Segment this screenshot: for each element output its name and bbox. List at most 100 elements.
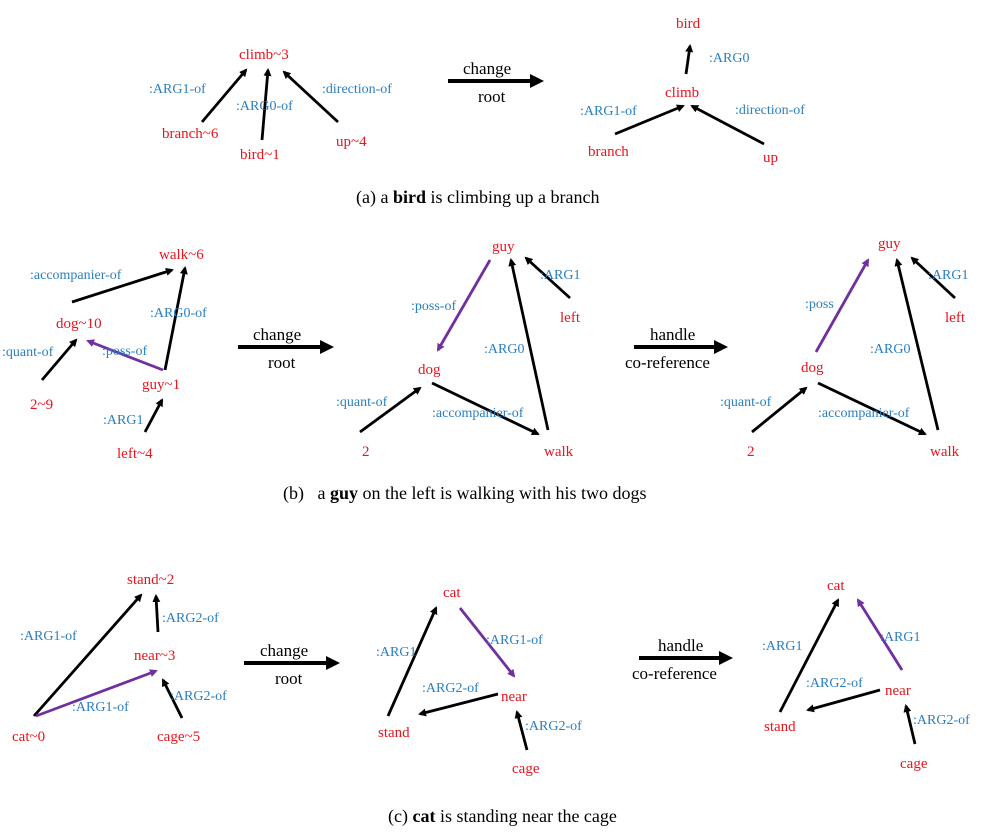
edge-label-quantof: :quant-of xyxy=(2,345,54,360)
edge-near-stand xyxy=(806,688,881,713)
node-2: 2 xyxy=(362,444,370,460)
edge-label-arg2of-cage: :ARG2-of xyxy=(525,719,582,734)
arrow1-label-top: change xyxy=(253,325,301,344)
node-cat: cat~0 xyxy=(12,729,45,745)
node-near: near~3 xyxy=(134,648,175,664)
arrow1-label-bottom: root xyxy=(275,669,303,688)
caption-a: (a) a bird is climbing up a branch xyxy=(356,187,599,208)
edge-label-arg2of: :ARG2-of xyxy=(806,676,863,691)
edge-label-poss: :poss xyxy=(805,297,834,312)
node-dog: dog xyxy=(801,360,824,376)
arrow2-label-top: handle xyxy=(658,636,703,655)
node-stand: stand xyxy=(764,719,796,735)
edge-label-accompanierof: :accompanier-of xyxy=(818,406,910,421)
edge-label-possof: :poss-of xyxy=(411,299,456,314)
edge-cat-stand xyxy=(32,593,143,717)
node-up: up~4 xyxy=(336,134,367,150)
node-climb: climb xyxy=(665,85,699,101)
edge-walk-guy xyxy=(508,258,550,431)
node-stand: stand xyxy=(378,725,410,741)
edge-near-stand xyxy=(418,692,499,717)
edge-label-arg0: :ARG0 xyxy=(709,51,749,66)
node-walk: walk~6 xyxy=(159,247,204,263)
arrow2-label-bottom: co-reference xyxy=(625,353,710,372)
arrow-label-top: change xyxy=(463,59,511,78)
edge-2-dog xyxy=(751,386,808,434)
caption-b: (b) a guy on the left is walking with hi… xyxy=(283,483,646,504)
panel-c: stand~2 near~3 cat~0 cage~5 :ARG1-of :AR… xyxy=(12,572,970,827)
edge-dog-walk xyxy=(71,268,174,304)
node-left: left~4 xyxy=(117,446,153,462)
edge-near-stand xyxy=(152,594,161,633)
edge-label-quantof: :quant-of xyxy=(720,395,772,410)
edge-cat-near xyxy=(35,669,158,718)
edge-label-arg0of: :ARG0-of xyxy=(150,306,207,321)
edge-guy-walk xyxy=(163,266,188,371)
node-stand: stand~2 xyxy=(127,572,174,588)
node-branch: branch~6 xyxy=(162,126,219,142)
node-walk: walk xyxy=(930,444,960,460)
node-guy: guy xyxy=(878,236,901,252)
edge-branch-climb xyxy=(200,68,248,123)
edge-dog-walk xyxy=(431,381,540,436)
panel-b: walk~6 dog~10 2~9 guy~1 left~4 :accompan… xyxy=(2,236,968,504)
node-climb: climb~3 xyxy=(239,47,289,63)
node-branch: branch xyxy=(588,144,629,160)
node-bird: bird xyxy=(676,16,701,32)
edge-label-accompanierof: :accompanier-of xyxy=(30,268,122,283)
edge-guy-dog xyxy=(86,339,164,372)
node-up: up xyxy=(763,150,778,166)
edge-2-dog xyxy=(40,338,78,381)
edge-label-arg0: :ARG0 xyxy=(484,342,524,357)
edge-label-arg2of: :ARG2-of xyxy=(422,681,479,696)
edge-up-climb xyxy=(690,104,765,146)
edge-left-guy xyxy=(524,256,571,300)
node-left: left xyxy=(560,310,581,326)
edge-climb-bird xyxy=(684,44,694,75)
edge-label-arg1: :ARG1 xyxy=(103,413,143,428)
node-cage: cage~5 xyxy=(157,729,200,745)
node-cat: cat xyxy=(827,578,845,594)
edge-label-arg1: :ARG1 xyxy=(540,268,580,283)
node-cage: cage xyxy=(512,761,540,777)
edge-label-arg1of-big: :ARG1-of xyxy=(20,629,77,644)
edge-cage-near xyxy=(903,704,917,745)
edge-branch-climb xyxy=(614,104,685,136)
edge-label-directionof: :direction-of xyxy=(322,82,392,97)
edge-near-cat xyxy=(856,598,904,671)
node-2: 2~9 xyxy=(30,397,53,413)
edge-label-arg1: :ARG1 xyxy=(376,645,416,660)
edge-cage-near xyxy=(514,710,529,751)
edge-guy-dog xyxy=(436,259,492,352)
edge-stand-cat xyxy=(386,606,438,717)
node-dog: dog~10 xyxy=(56,316,102,332)
arrow2-label-bottom: co-reference xyxy=(632,664,717,683)
node-left: left xyxy=(945,310,966,326)
arrow1-label-top: change xyxy=(260,641,308,660)
edge-label-accompanierof: :accompanier-of xyxy=(432,406,524,421)
edge-label-arg1of-p: :ARG1-of xyxy=(72,700,129,715)
edge-dog-guy xyxy=(814,258,870,353)
node-dog: dog xyxy=(418,362,441,378)
node-walk: walk xyxy=(544,444,574,460)
edge-up-climb xyxy=(282,70,339,124)
node-bird: bird~1 xyxy=(240,147,280,163)
node-cage: cage xyxy=(900,756,928,772)
arrow-label-bottom: root xyxy=(478,87,506,106)
arrow1-label-bottom: root xyxy=(268,353,296,372)
node-cat: cat xyxy=(443,585,461,601)
node-near: near xyxy=(501,689,527,705)
caption-c: (c) cat is standing near the cage xyxy=(388,806,617,827)
edge-bird-climb xyxy=(260,68,272,141)
edge-left-guy xyxy=(910,256,956,300)
edge-label-quantof: :quant-of xyxy=(336,395,388,410)
node-near: near xyxy=(885,683,911,699)
edge-label-arg1of: :ARG1-of xyxy=(486,633,543,648)
edge-cat-near xyxy=(458,607,516,678)
edge-label-arg1: :ARG1 xyxy=(928,268,968,283)
edge-label-arg1-b: :ARG1 xyxy=(880,630,920,645)
arrow2-label-top: handle xyxy=(650,325,695,344)
edge-walk-guy xyxy=(894,258,940,431)
